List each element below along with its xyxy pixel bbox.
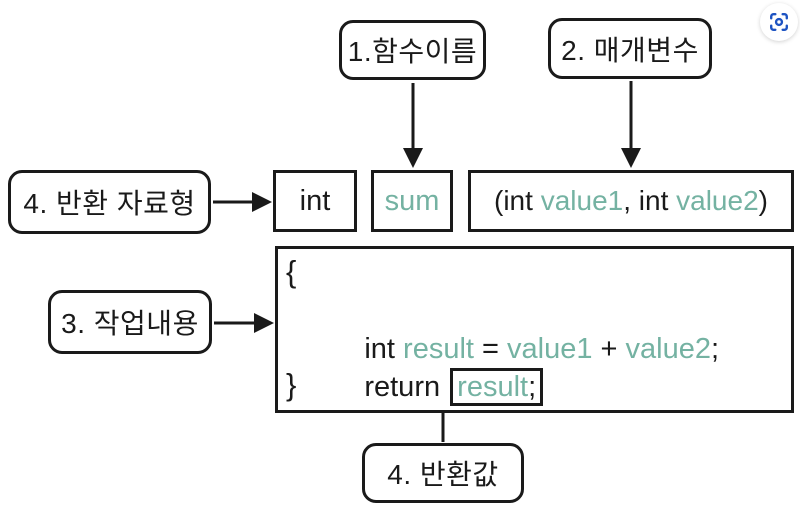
callout-function-name-label: 1.함수이름 — [347, 36, 478, 67]
params-seg-4: ) — [758, 185, 768, 216]
params-seg-2: , int — [623, 185, 677, 216]
callout-body: 3. 작업내용 — [48, 290, 212, 354]
params-seg-3: value2 — [676, 185, 759, 216]
code-return-keyword: return — [364, 371, 449, 403]
code-line-return: return result; — [316, 334, 544, 440]
callout-return-type: 4. 반환 자료형 — [8, 170, 211, 234]
code-seg-semi1: ; — [711, 333, 720, 365]
return-type-text: int — [299, 184, 331, 217]
code-seg-equals: = — [473, 333, 508, 365]
parameters-box: (int value1, int value2) — [468, 170, 794, 232]
code-result-text: result — [457, 371, 529, 403]
screenshot-search-icon — [770, 13, 788, 31]
callout-function-name: 1.함수이름 — [339, 20, 486, 80]
code-seg-result: result — [403, 333, 474, 365]
code-seg-value2: value2 — [625, 333, 712, 365]
callout-return-type-label: 4. 반환 자료형 — [23, 188, 196, 219]
return-value-highlight-box: result; — [450, 368, 544, 406]
function-name-box: sum — [371, 170, 453, 232]
code-semi2: ; — [528, 371, 537, 403]
screenshot-search-button[interactable] — [760, 3, 798, 41]
code-seg-value1: value1 — [507, 333, 593, 365]
callout-parameters-label: 2. 매개변수 — [561, 34, 699, 66]
close-brace: } — [286, 367, 297, 402]
callout-body-label: 3. 작업내용 — [61, 308, 199, 339]
return-type-box: int — [273, 170, 357, 232]
callout-parameters: 2. 매개변수 — [548, 18, 712, 79]
code-seg-int: int — [364, 333, 404, 365]
open-brace: { — [286, 254, 297, 289]
params-seg-1: value1 — [540, 185, 624, 216]
code-seg-plus: + — [592, 333, 626, 365]
callout-return-value: 4. 반환값 — [362, 443, 524, 503]
code-line-assignment: int result = value1 + value2; — [316, 298, 719, 400]
function-name-text: sum — [384, 184, 440, 217]
callout-return-value-label: 4. 반환값 — [387, 459, 499, 490]
params-seg-0: (int — [494, 185, 541, 216]
function-body-box: { int result = value1 + value2; return r… — [275, 246, 794, 413]
